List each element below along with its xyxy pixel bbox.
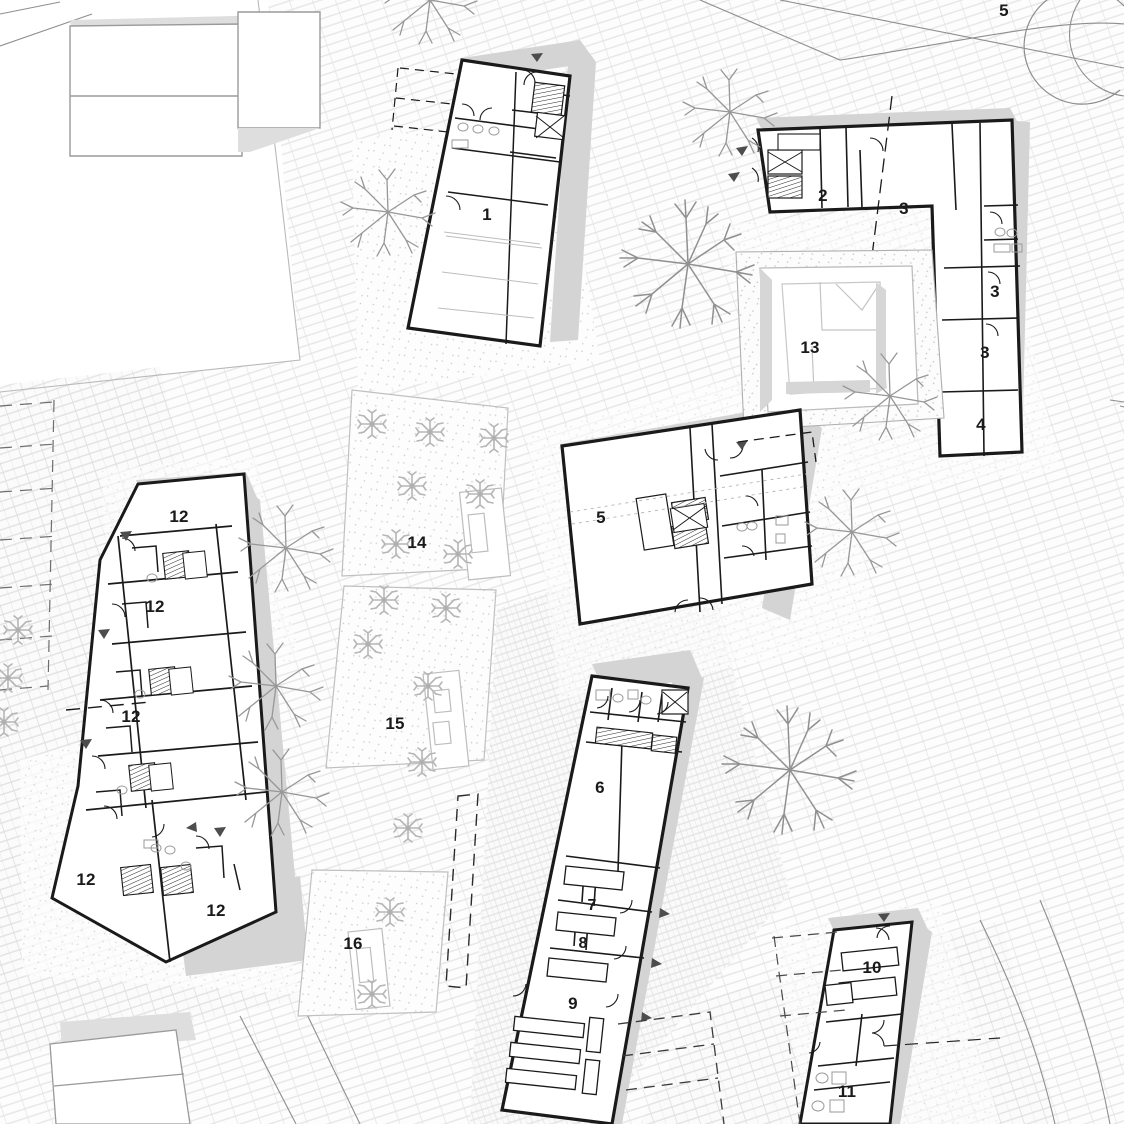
garden-15	[325, 585, 497, 769]
entrance-arrow-12c	[80, 739, 92, 749]
turning-circle	[1023, 0, 1124, 105]
entrance-arrow-12a	[120, 531, 132, 541]
building-1	[391, 53, 572, 348]
building-2-4	[728, 95, 1024, 458]
entrance-arrow-2a	[736, 146, 748, 156]
building-1-outline	[406, 58, 572, 348]
neighbour-roof-nw	[69, 23, 243, 157]
turning-circle-2	[1069, 0, 1124, 97]
plot-line-se2	[1039, 899, 1111, 1124]
entrance-arrow-6a	[659, 908, 670, 918]
courtyard-13	[735, 249, 945, 431]
road-line-ne	[1109, 399, 1124, 403]
shadow-1b	[550, 62, 596, 342]
plot-line-right	[1119, 405, 1124, 408]
road-edge-north	[699, 0, 1124, 61]
entrance-arrow-10	[878, 913, 890, 922]
building-6-9	[445, 674, 725, 1124]
road-edge-west-top	[0, 1, 61, 15]
gardens	[0, 389, 512, 1017]
building-12-outline	[50, 472, 278, 964]
entrance-arrow-12d	[186, 822, 197, 832]
entrance-arrow-6b	[651, 958, 662, 968]
entrance-arrow-6c	[641, 1012, 652, 1022]
plot-line-se	[979, 919, 1056, 1124]
road-edge-west-top2	[0, 13, 93, 47]
neighbour-buildings	[49, 11, 321, 1124]
plot-line-sw2	[239, 1015, 297, 1124]
entrance-arrow-2b	[728, 172, 740, 182]
plot-line-sw	[299, 999, 361, 1124]
building-10-11	[771, 913, 1001, 1124]
stair-b1	[530, 81, 566, 117]
stair-b2	[767, 175, 803, 199]
neighbour-shadow-nw2	[238, 128, 320, 152]
road-edge-north2	[779, 0, 1124, 69]
neighbour-roof-sw	[49, 1029, 191, 1124]
entrance-arrow-12e	[214, 827, 226, 837]
building-10-11-outline	[798, 920, 914, 1124]
entrance-arrow-1	[531, 53, 543, 62]
building-12	[0, 399, 278, 964]
neighbour-roof-nw2	[237, 11, 321, 129]
building-5	[560, 408, 817, 626]
entrance-arrow-12b	[98, 629, 110, 639]
